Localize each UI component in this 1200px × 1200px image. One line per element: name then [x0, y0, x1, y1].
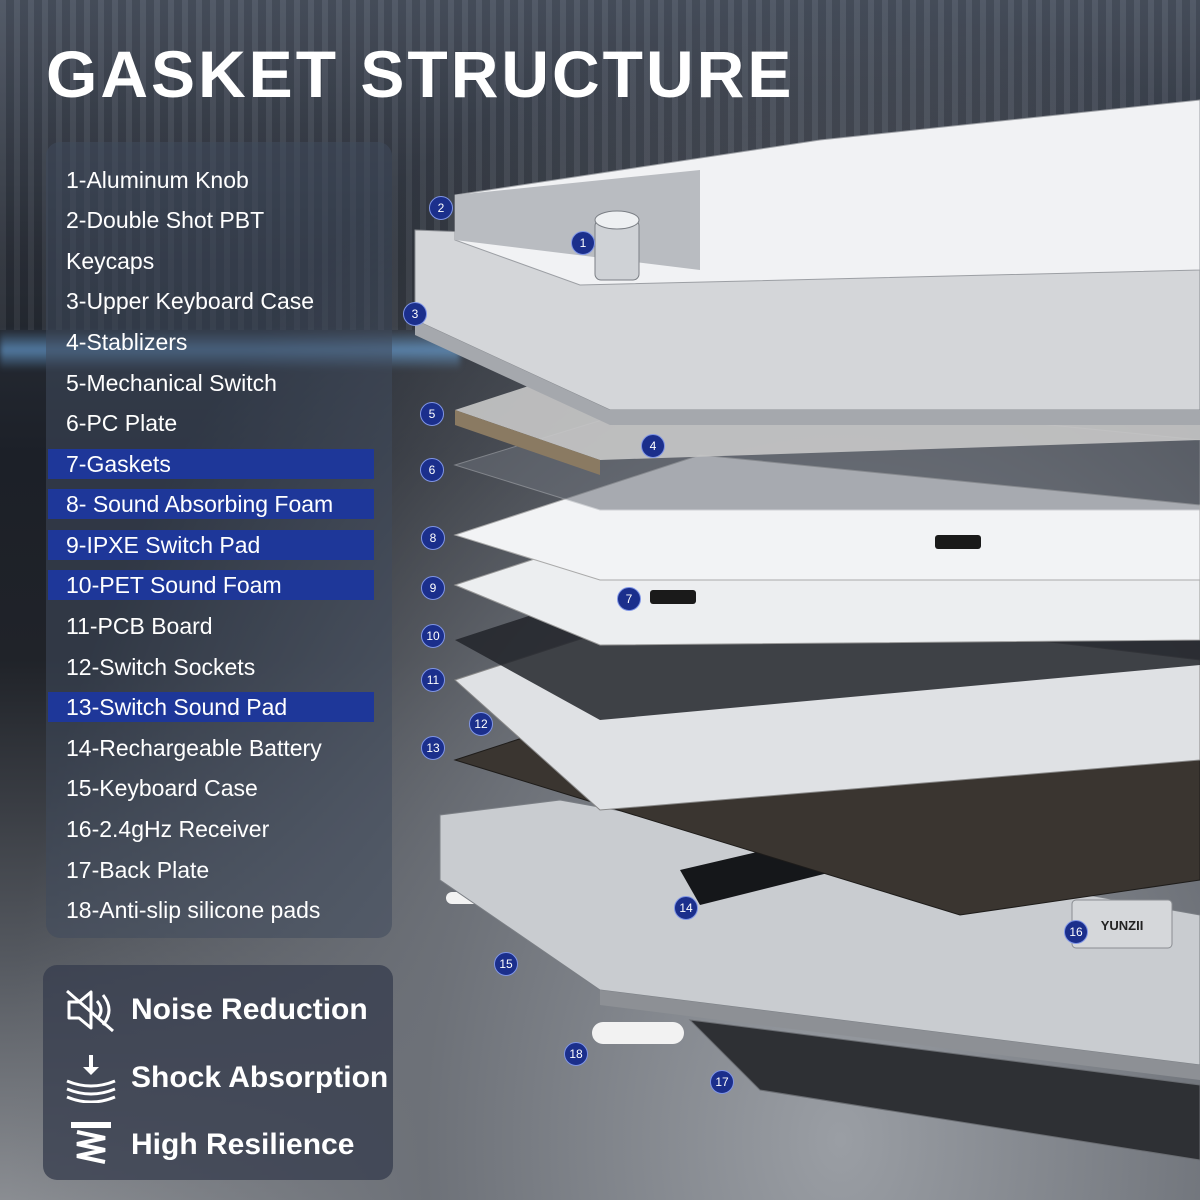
spring-icon — [71, 1122, 111, 1164]
keyboard-case-illustration — [439, 799, 1200, 1066]
part-item-highlighted: 9-IPXE Switch Pad — [48, 530, 374, 560]
part-item-highlighted: 13-Switch Sound Pad — [48, 692, 374, 722]
callout-16: 16 — [1064, 920, 1088, 944]
exploded-keyboard-illustration: YUNZII — [414, 99, 1200, 1161]
callout-7: 7 — [617, 587, 641, 611]
feature-label: Noise Reduction — [131, 993, 368, 1026]
callout-17: 17 — [710, 1070, 734, 1094]
callout-4: 4 — [641, 434, 665, 458]
feature-label: High Resilience — [131, 1128, 355, 1161]
part-item: 18-Anti-slip silicone pads — [66, 897, 321, 923]
part-item-highlighted: 10-PET Sound Foam — [48, 570, 374, 600]
callout-11: 11 — [421, 668, 445, 692]
part-item: 2-Double Shot PBT — [66, 207, 265, 233]
callout-1: 1 — [571, 231, 595, 255]
page-title: GASKET STRUCTURE — [46, 37, 795, 111]
receiver-brand-text: YUNZII — [1101, 918, 1144, 933]
layers-down-arrow-icon — [66, 1055, 116, 1103]
part-item: 16-2.4gHz Receiver — [66, 816, 270, 842]
part-item: 1-Aluminum Knob — [66, 167, 249, 193]
feature-shock-absorption: Shock Absorption — [43, 1053, 393, 1103]
part-item: 5-Mechanical Switch — [66, 370, 277, 396]
part-item: 4-Stablizers — [66, 329, 188, 355]
callout-12: 12 — [469, 712, 493, 736]
part-item: 3-Upper Keyboard Case — [66, 288, 315, 314]
part-item: 17-Back Plate — [66, 857, 210, 883]
feature-high-resilience: High Resilience — [43, 1120, 393, 1170]
callout-5: 5 — [420, 402, 444, 426]
anti-slip-pad-illustration — [592, 1022, 684, 1044]
callout-13: 13 — [421, 736, 445, 760]
callout-6: 6 — [420, 458, 444, 482]
back-plate-illustration — [688, 1019, 1200, 1161]
muted-speaker-icon — [66, 989, 114, 1033]
callout-9: 9 — [421, 576, 445, 600]
callout-3: 3 — [403, 302, 427, 326]
callout-2: 2 — [429, 196, 453, 220]
part-item: Keycaps — [66, 248, 155, 274]
part-item-highlighted: 8- Sound Absorbing Foam — [48, 489, 374, 519]
feature-label: Shock Absorption — [131, 1061, 389, 1094]
feature-noise-reduction: Noise Reduction — [43, 985, 393, 1035]
callout-18: 18 — [564, 1042, 588, 1066]
callout-10: 10 — [421, 624, 445, 648]
gasket-illustration — [650, 590, 696, 604]
callout-14: 14 — [674, 896, 698, 920]
features-panel: Noise Reduction Shock Absorption High Re… — [43, 965, 393, 1180]
callout-15: 15 — [494, 952, 518, 976]
part-item: 14-Rechargeable Battery — [66, 735, 322, 761]
part-item: 6-PC Plate — [66, 410, 178, 436]
parts-list-panel: 1-Aluminum Knob 2-Double Shot PBT Keycap… — [46, 142, 392, 938]
part-item: 11-PCB Board — [66, 613, 213, 639]
callout-8: 8 — [421, 526, 445, 550]
part-item-highlighted: 7-Gaskets — [48, 449, 374, 479]
part-item: 15-Keyboard Case — [66, 775, 258, 801]
part-item: 12-Switch Sockets — [66, 654, 256, 680]
